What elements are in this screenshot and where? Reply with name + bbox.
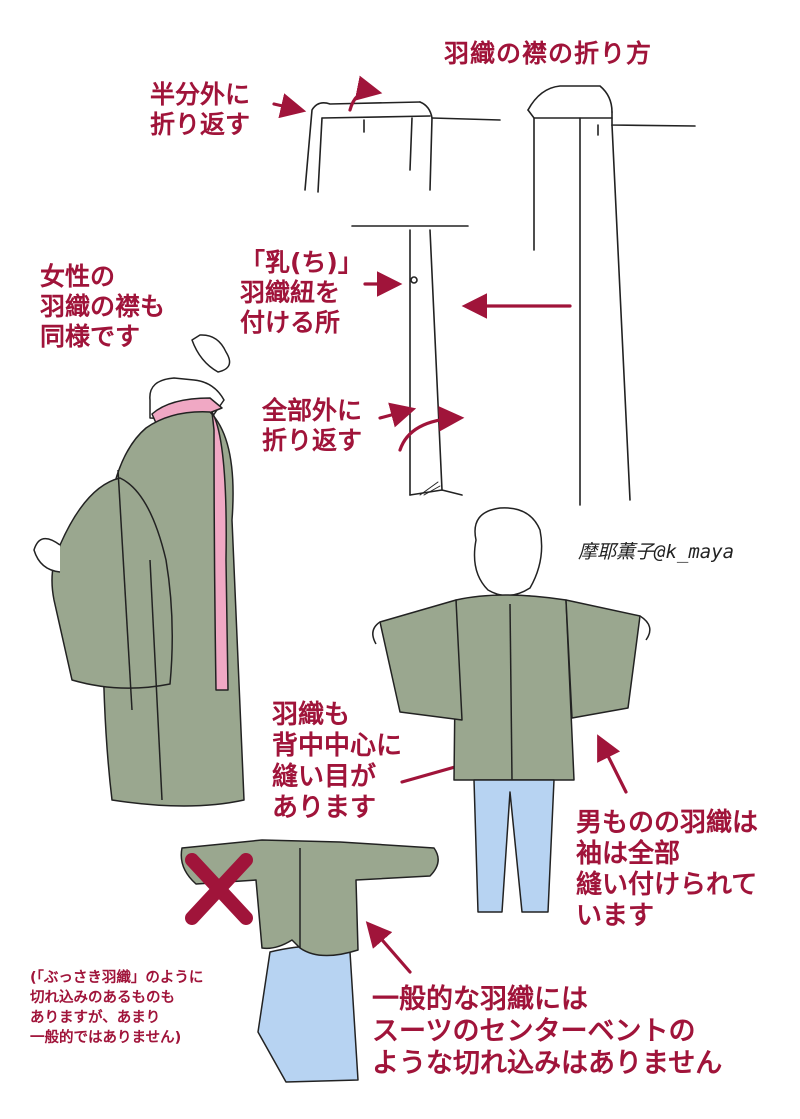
woman-figure xyxy=(33,334,245,807)
collar-diagram-half-fold xyxy=(304,101,501,193)
collar-diagram-right xyxy=(527,85,696,506)
label-bussaki-note: (「ぶっさき羽織」のように 切れ込みのあるものも ありますが、あまり 一般的では… xyxy=(30,970,204,1046)
collar-diagram-full-fold xyxy=(351,225,469,496)
page-title: 羽織の襟の折り方 xyxy=(444,39,653,68)
label-full-fold: 全部外に 折り返す xyxy=(262,396,363,455)
annotation-arrows xyxy=(272,75,628,974)
label-seam: 羽織も 背中中心に 縫い目が あります xyxy=(272,700,403,823)
artist-signature: 摩耶薫子@k_maya xyxy=(578,541,735,563)
label-mens-sleeves: 男ものの羽織は 袖は全部 縫い付けられて います xyxy=(576,808,759,931)
label-half-fold: 半分外に 折り返す xyxy=(150,80,251,139)
label-women: 女性の 羽織の襟も 同様です xyxy=(40,262,166,351)
label-chi: 「乳(ち)」 羽織紐を 付ける所 xyxy=(240,248,363,337)
cross-mark-icon xyxy=(185,853,253,925)
man-figure xyxy=(372,507,651,913)
label-no-vent: 一般的な羽織には スーツのセンターベントの ような切れ込みはありません xyxy=(372,984,723,1079)
